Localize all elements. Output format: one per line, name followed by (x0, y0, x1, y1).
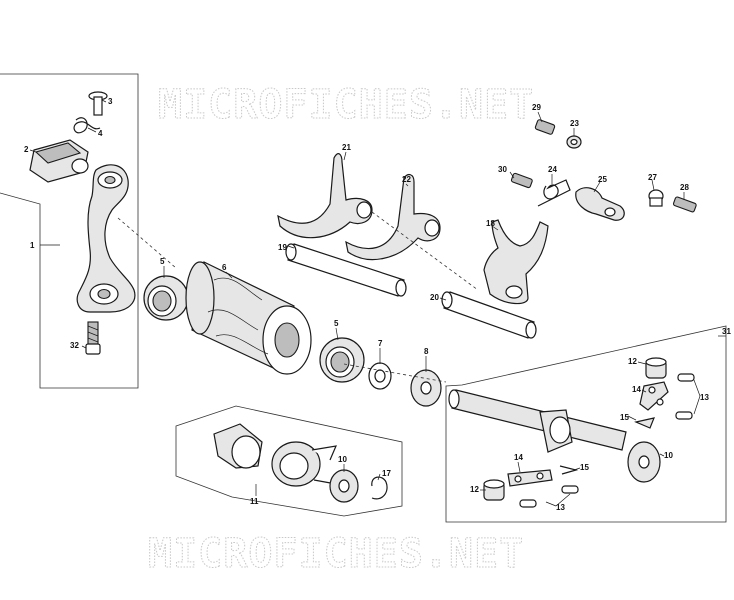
roller-item-12-top (645, 357, 667, 379)
pin-item-13-bottom-a (561, 485, 579, 494)
callout-14-bottom: 14 (514, 453, 523, 462)
callout-4: 4 (98, 129, 103, 138)
roller-item-12-bottom (483, 479, 505, 501)
rod-item-20 (441, 291, 537, 339)
callout-25: 25 (598, 175, 607, 184)
clip-item-15-bottom (559, 465, 579, 475)
callout-21: 21 (342, 143, 351, 152)
callout-29: 29 (532, 103, 541, 112)
gear-pedal-lever (76, 164, 136, 313)
callout-14-top: 14 (632, 385, 641, 394)
callout-10-right: 10 (664, 451, 673, 460)
callout-12-top: 12 (628, 357, 637, 366)
callout-1: 1 (30, 241, 35, 250)
shift-fork-item-18 (483, 219, 549, 305)
callout-5-right: 5 (334, 319, 339, 328)
callout-12-bottom: 12 (470, 485, 479, 494)
callout-10-left: 10 (338, 455, 347, 464)
link-item-14-bottom (507, 469, 553, 487)
callout-13-top: 13 (700, 393, 709, 402)
callout-13-bottom: 13 (556, 503, 565, 512)
spring-item-24 (537, 179, 571, 207)
callout-17: 17 (382, 469, 391, 478)
pedal-assembly-frame (0, 73, 139, 389)
callout-22: 22 (402, 175, 411, 184)
callout-2: 2 (24, 145, 29, 154)
shift-drum-item-6 (185, 261, 312, 375)
shift-fork-item-21 (277, 153, 373, 239)
shift-fork-item-22 (345, 173, 441, 261)
callout-23: 23 (570, 119, 579, 128)
assembly-guidelines (117, 211, 479, 383)
callout-6: 6 (222, 263, 227, 272)
pin-item-13-top-a (677, 373, 695, 382)
bolt-item-30 (510, 172, 533, 189)
washer-item-7 (368, 362, 392, 390)
return-spring-item-11 (271, 441, 337, 487)
leader-lines (29, 99, 726, 507)
callout-19: 19 (278, 243, 287, 252)
pin-item-3 (88, 91, 108, 116)
clip-item-15-top (634, 417, 655, 429)
callout-3: 3 (108, 97, 113, 106)
link-item-14-top (639, 381, 669, 411)
washer-item-10-right (627, 441, 661, 483)
pedal-rubber (29, 139, 89, 183)
callout-27: 27 (648, 173, 657, 182)
bolt-item-32 (85, 321, 101, 355)
watermark-bottom: MICROFICHES.NET (148, 531, 524, 577)
pin-item-13-bottom-b (519, 499, 537, 508)
bolt-item-27 (648, 189, 664, 207)
washer-item-10-left (329, 469, 359, 503)
washer-item-8 (410, 369, 442, 407)
callout-11: 11 (250, 497, 259, 506)
callout-18: 18 (486, 219, 495, 228)
spring-clip-item-4 (73, 117, 101, 134)
circlip-item-17 (371, 476, 388, 500)
callout-30: 30 (498, 165, 507, 174)
callout-24: 24 (548, 165, 557, 174)
lever-item-25 (575, 187, 625, 221)
bolt-item-29 (534, 119, 556, 135)
callout-20: 20 (430, 293, 439, 302)
callout-15-bottom: 15 (580, 463, 589, 472)
shift-shaft (448, 389, 627, 453)
callout-31: 31 (722, 327, 731, 336)
callout-15-top: 15 (620, 413, 629, 422)
spring-assembly-frame (175, 405, 403, 517)
pin-item-13-top-b (675, 411, 693, 420)
watermark-top: MICROFICHES.NET (158, 82, 534, 128)
collar-item-11 (213, 423, 263, 469)
spacer-item-23 (566, 135, 582, 149)
callout-32: 32 (70, 341, 79, 350)
callout-8: 8 (424, 347, 429, 356)
callout-7: 7 (378, 339, 383, 348)
callout-28: 28 (680, 183, 689, 192)
shaft-assembly-frame (445, 325, 727, 523)
callout-5-left: 5 (160, 257, 165, 266)
bearing-item-5-right (319, 337, 365, 383)
screw-item-28 (672, 196, 697, 213)
bearing-item-5-left (143, 275, 189, 321)
